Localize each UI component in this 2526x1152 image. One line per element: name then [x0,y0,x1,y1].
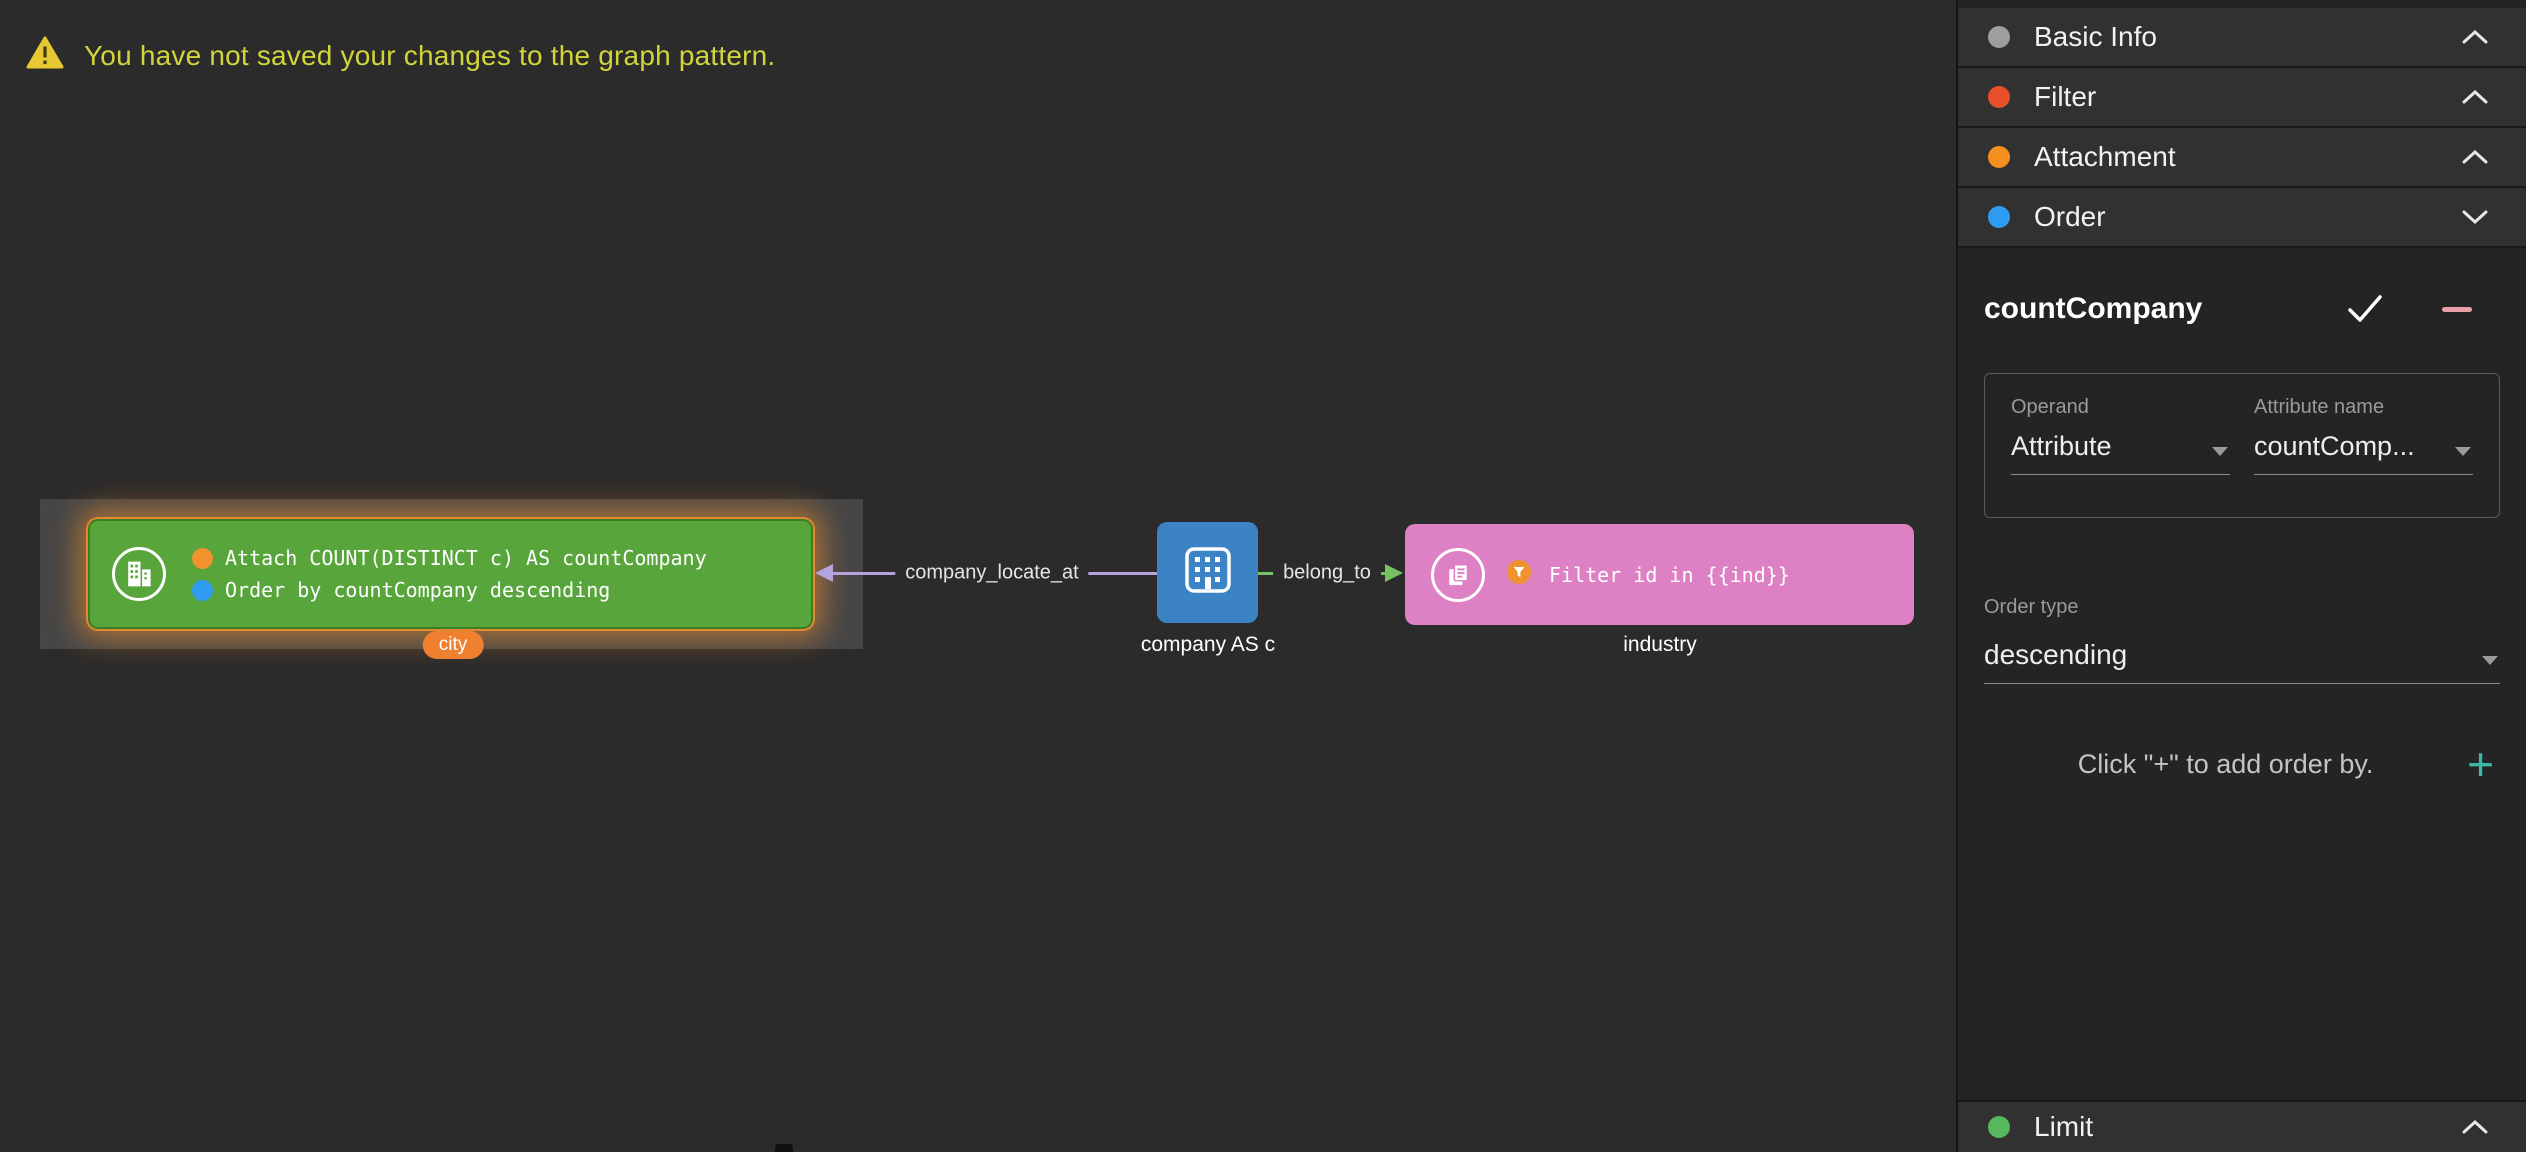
industry-layers-icon [1431,547,1485,602]
order-item-title: countCompany [1984,292,2203,325]
section-label: Order [2034,201,2106,232]
node-industry-label: industry [1623,633,1697,656]
operand-label: Operand [2011,396,2089,418]
edge-locate-arrowhead-icon [815,564,833,582]
add-order-hint: Click "+" to add order by. [2077,748,2374,779]
minus-icon [2442,306,2472,312]
caret-down-icon [2455,447,2471,456]
remove-order-button[interactable] [2442,306,2472,312]
city-building-icon [112,547,166,601]
order-type-field: Order type descending [1984,596,2500,684]
basic-info-dot-icon [1988,26,2010,48]
order-fields-box: Operand Attribute Attribute name countCo… [1984,373,2500,518]
sidebar-section-filter[interactable]: Filter [1958,68,2526,128]
warning-triangle-icon [26,36,64,75]
accordion-sections: Basic Info Filter Attachment Order [1958,0,2526,248]
canvas-bottom-artifact [775,1144,793,1152]
edge-company-locate-at-label[interactable]: company_locate_at [895,559,1089,587]
node-city[interactable]: Attach COUNT(DISTINCT c) AS countCompany… [88,519,813,629]
chevron-up-icon [2460,148,2490,166]
edge-belong-arrowhead-icon [1385,564,1403,582]
node-company[interactable] [1157,522,1258,623]
city-order-text: Order by countCompany descending [225,578,611,602]
warning-text: You have not saved your changes to the g… [84,39,776,71]
attribute-name-select[interactable]: countComp... [2254,419,2473,475]
chevron-up-icon [2460,88,2490,106]
attribute-name-label: Attribute name [2254,396,2385,418]
attachment-dot-icon [1988,146,2010,168]
order-dot-icon [1988,206,2010,228]
attribute-name-field: Attribute name countComp... [2254,396,2473,475]
industry-filter-text: Filter id in {{ind}} [1549,562,1790,587]
unsaved-warning-banner: You have not saved your changes to the g… [26,36,775,75]
operand-select[interactable]: Attribute [2011,419,2230,475]
chevron-up-icon [2460,28,2490,46]
graph-canvas[interactable]: You have not saved your changes to the g… [0,0,1956,1152]
limit-dot-icon [1988,1116,2010,1138]
node-industry[interactable]: Filter id in {{ind}} [1405,524,1914,625]
city-attach-text: Attach COUNT(DISTINCT c) AS countCompany [225,546,707,570]
properties-sidebar: Basic Info Filter Attachment Order [1956,0,2526,1152]
section-label: Basic Info [2034,21,2157,52]
order-badge-icon [192,579,213,601]
add-order-button[interactable]: + [2467,741,2500,787]
node-company-label: company AS c [1140,633,1276,656]
chevron-up-icon [2460,1118,2490,1136]
operand-field: Operand Attribute [2011,396,2230,475]
chevron-down-icon [2460,208,2490,226]
section-label: Limit [2034,1111,2094,1142]
company-building-icon [1179,541,1237,604]
caret-down-icon [2212,447,2228,456]
check-icon [2348,295,2382,322]
section-label: Attachment [2034,141,2176,172]
attachment-badge-icon [192,547,213,569]
node-city-label: city [422,631,484,659]
order-type-select[interactable]: descending [1984,627,2500,684]
sidebar-section-limit[interactable]: Limit [1958,1100,2526,1152]
sidebar-section-order[interactable]: Order [1958,188,2526,248]
section-label: Filter [2034,81,2097,112]
edge-belong-to-label[interactable]: belong_to [1273,559,1381,587]
confirm-order-button[interactable] [2345,293,2385,325]
caret-down-icon [2482,656,2498,665]
sidebar-section-basic-info[interactable]: Basic Info [1958,8,2526,68]
order-panel: countCompany Operand Attribute Attribute… [1958,292,2526,787]
sidebar-section-attachment[interactable]: Attachment [1958,128,2526,188]
order-type-label: Order type [1984,596,2079,618]
filter-dot-icon [1988,86,2010,108]
filter-badge-icon [1507,560,1531,589]
